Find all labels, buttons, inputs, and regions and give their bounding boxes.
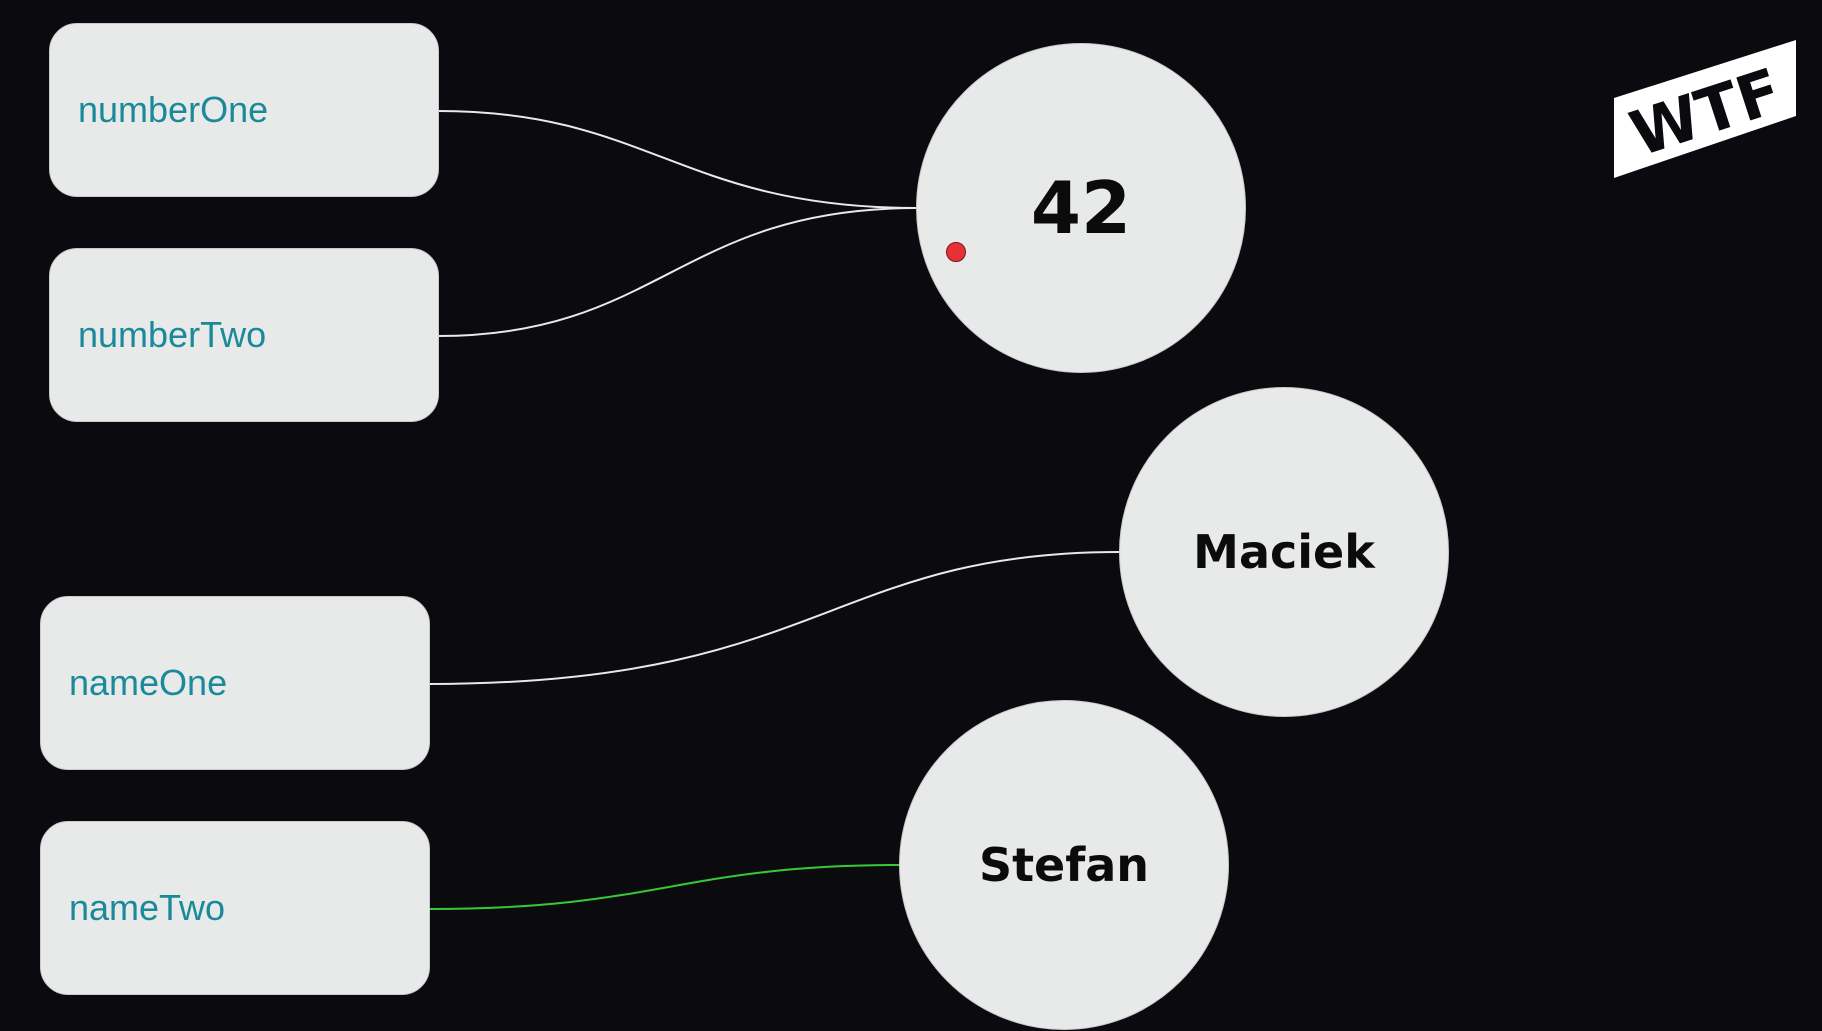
variable-label: nameTwo (69, 887, 226, 928)
value-circle-stefan[interactable]: Stefan (899, 700, 1229, 1030)
wire-numberTwo-to-42 (437, 207, 918, 337)
variable-label: numberOne (78, 89, 269, 130)
value-circle-42[interactable]: 42 (916, 43, 1246, 373)
variable-box-numberOne[interactable]: numberOne (49, 23, 439, 197)
wire-nameOne-to-maciek (428, 551, 1120, 685)
value-label: 42 (1030, 166, 1132, 250)
value-circle-maciek[interactable]: Maciek (1119, 387, 1449, 717)
variable-label: nameOne (69, 662, 228, 703)
red-marker-dot (946, 242, 966, 262)
wtf-logo: WTF (1614, 40, 1796, 178)
value-label: Maciek (1193, 525, 1375, 579)
variable-box-nameTwo[interactable]: nameTwo (40, 821, 430, 995)
variable-label: numberTwo (78, 314, 267, 355)
variable-box-numberTwo[interactable]: numberTwo (49, 248, 439, 422)
value-label: Stefan (978, 838, 1150, 892)
wire-numberOne-to-42 (437, 110, 918, 209)
wire-nameTwo-to-stefan (428, 864, 901, 910)
variable-box-nameOne[interactable]: nameOne (40, 596, 430, 770)
